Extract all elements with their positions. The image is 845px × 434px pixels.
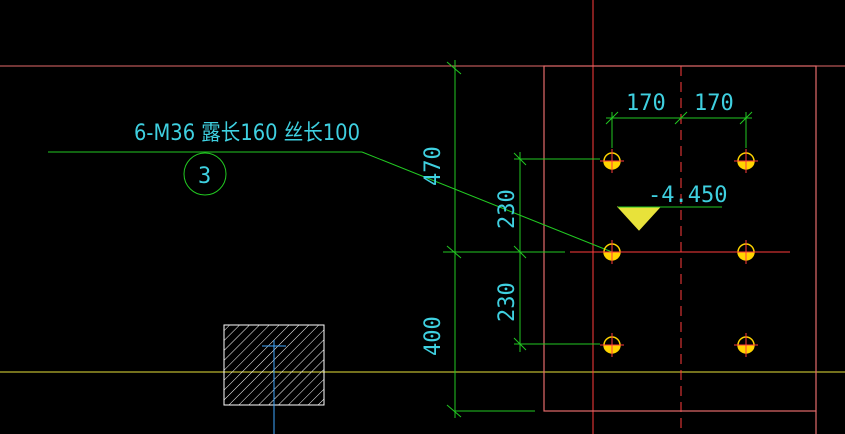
outer-dim-tick-top — [446, 61, 462, 75]
outer-dim-tick-bot — [446, 404, 462, 418]
dim-horizontal-right: 170 — [694, 91, 734, 116]
dim-vertical-lower: 230 — [495, 282, 520, 322]
elevation-value: -4.450 — [648, 183, 727, 208]
horiz-dim-tick-left — [605, 111, 619, 125]
horiz-dim-tick-right — [739, 111, 753, 125]
dim-horizontal-left: 170 — [626, 91, 666, 116]
inner-dim-tick-bot — [513, 337, 527, 351]
detail-circle — [183, 152, 227, 196]
inner-dim-tick-top — [513, 152, 527, 166]
anchor-bolt-icon — [600, 333, 624, 357]
anchor-bolt-group — [600, 149, 758, 357]
anchor-bolt-icon — [734, 149, 758, 173]
anchor-bolt-icon — [734, 240, 758, 264]
leader-line-diagonal — [361, 151, 613, 253]
anchor-bolt-icon — [600, 240, 624, 264]
bolt-spec-label: 6-M36 露长160 丝长100 — [134, 121, 360, 146]
anchor-bolt-icon — [734, 333, 758, 357]
dim-outer-lower: 400 — [421, 316, 446, 356]
anchor-bolt-icon — [600, 149, 624, 173]
dim-vertical-upper: 230 — [495, 189, 520, 229]
detail-number: 3 — [198, 164, 211, 189]
inner-dim-tick-mid — [513, 245, 527, 259]
dim-outer-upper: 470 — [421, 146, 446, 186]
horiz-dim-tick-mid — [674, 111, 688, 125]
elevation-triangle-icon — [616, 206, 662, 231]
base-plate-outline — [543, 65, 817, 412]
